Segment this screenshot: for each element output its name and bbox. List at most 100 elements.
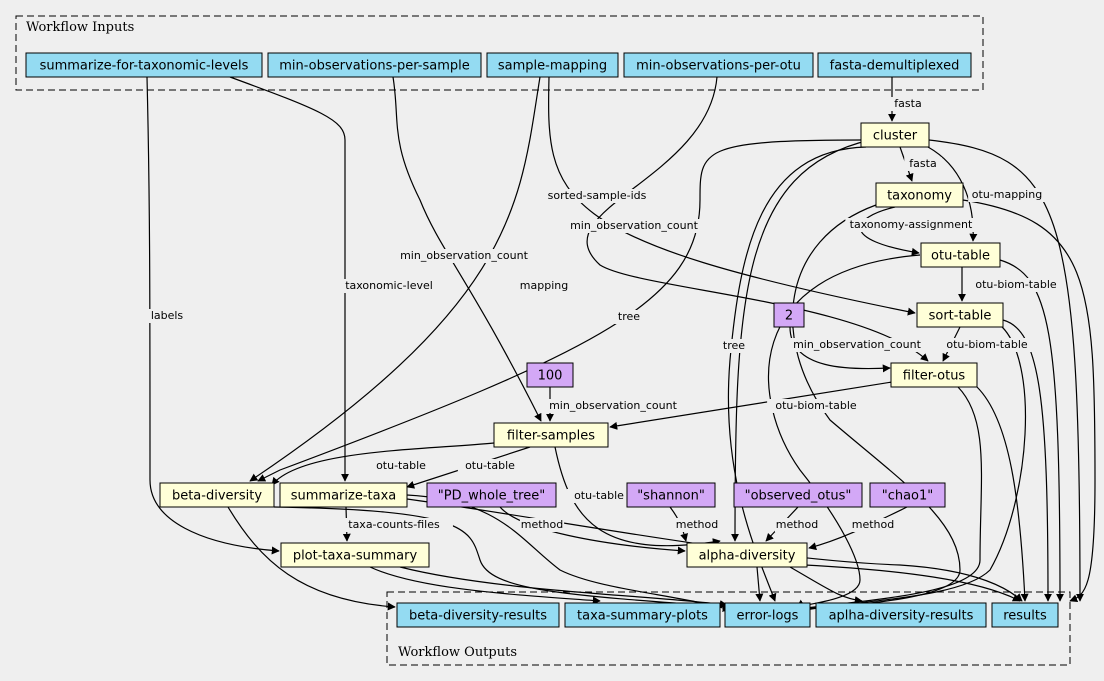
edge-cluster-to-taxonomy-label: fasta	[909, 157, 936, 170]
edge-sample-mapping-to-sort-table-label-bg	[538, 189, 656, 203]
edge-fasta-demultiplexed-to-cluster-label: fasta	[894, 97, 921, 110]
node-p-observed-box	[733, 482, 863, 508]
edge-min-obs-per-otu-to-filter-otus-label-bg	[561, 219, 707, 233]
node-min-obs-per-otu-box	[623, 52, 814, 78]
node-sort-table[interactable]: sort-table	[916, 302, 1004, 328]
edge-cluster-to-otu-table-label-bg	[968, 188, 1046, 202]
edge-filter-samples-to-summarize-taxa-label: otu-table	[465, 459, 515, 472]
edge-cluster-to-beta-diversity-label: tree	[618, 310, 640, 323]
node-p-pd-label: "PD_whole_tree"	[438, 489, 545, 504]
node-beta-diversity[interactable]: beta-diversity	[159, 482, 275, 508]
edge-p-pd-to-alpha-diversity-label: method	[521, 518, 563, 531]
node-results-box	[991, 602, 1059, 628]
edge-cluster-to-alpha-diversity-label: tree	[723, 339, 745, 352]
node-p-chao1[interactable]: "chao1"	[869, 482, 946, 508]
node-p-pd[interactable]: "PD_whole_tree"	[426, 482, 557, 508]
node-sample-mapping-box	[486, 52, 619, 78]
node-alpha-results-box	[815, 602, 987, 628]
node-sort-table-box	[916, 302, 1004, 328]
node-sample-mapping[interactable]: sample-mapping	[486, 52, 619, 78]
edge-min-obs-per-sample-to-filter-samples-label-bg	[391, 249, 537, 263]
edge-alpha-diversity-to-alpha-results	[789, 566, 863, 604]
node-otu-table-label: otu-table	[931, 249, 990, 264]
node-p-shannon-label: "shannon"	[637, 489, 705, 504]
node-alpha-diversity-label: alpha-diversity	[699, 549, 796, 564]
node-p-100[interactable]: 100	[526, 362, 574, 388]
edge-cluster-to-results	[928, 139, 1084, 602]
node-error-logs[interactable]: error-logs	[724, 602, 811, 628]
node-otu-table[interactable]: otu-table	[920, 242, 1001, 268]
node-error-logs-box	[724, 602, 811, 628]
edge-sample-mapping-to-sort-table	[548, 76, 916, 316]
node-p-shannon-box	[626, 482, 716, 508]
edge-filter-samples-to-beta-diversity-label-bg	[368, 459, 434, 473]
node-min-obs-per-sample-box	[267, 52, 482, 78]
edge-filter-samples-to-alpha-diversity-label: otu-table	[574, 489, 624, 502]
edge-p-chao1-to-alpha-diversity-label-bg	[850, 518, 896, 532]
edge-plot-taxa-summary-to-taxa-plots	[369, 566, 601, 605]
edge-p-shannon-to-alpha-diversity-label-bg	[674, 518, 720, 532]
cluster-inputs-label: Workflow Inputs	[26, 20, 134, 35]
node-p-pd-box	[426, 482, 557, 508]
node-alpha-diversity[interactable]: alpha-diversity	[686, 542, 808, 568]
edge-min-obs-per-otu-to-filter-otus-label: min_observation_count	[570, 219, 699, 232]
edge-filter-otus-to-filter-samples	[609, 381, 893, 430]
node-p-2[interactable]: 2	[773, 302, 805, 328]
node-min-obs-per-otu-label: min-observations-per-otu	[636, 59, 801, 74]
edge-summarize-taxa-to-plot-taxa-summary-label: taxa-counts-files	[348, 518, 440, 531]
cluster-outputs-border	[386, 591, 1071, 666]
node-p-100-box	[526, 362, 574, 388]
node-summarize-for-tax-levels[interactable]: summarize-for-taxonomic-levels	[25, 52, 263, 78]
edge-filter-otus-to-results	[976, 386, 1029, 602]
edge-alpha-diversity-to-results	[804, 564, 1021, 602]
node-p-shannon[interactable]: "shannon"	[626, 482, 716, 508]
node-p-chao1-label: "chao1"	[882, 489, 934, 504]
edge-sort-table-to-results	[1002, 319, 1052, 602]
node-summarize-taxa[interactable]: summarize-taxa	[279, 482, 408, 508]
edge-sample-mapping-to-sort-table-label: sorted-sample-ids	[548, 189, 647, 202]
edge-min-obs-per-otu-to-filter-otus	[586, 76, 929, 362]
edge-beta-diversity-to-beta-results	[227, 506, 396, 611]
edge-taxonomy-to-results	[962, 199, 1096, 603]
node-beta-results-label: beta-diversity-results	[409, 609, 547, 624]
edge-cluster-to-taxonomy-label-bg	[904, 157, 942, 171]
node-summarize-taxa-label: summarize-taxa	[291, 489, 397, 504]
node-min-obs-per-sample[interactable]: min-observations-per-sample	[267, 52, 482, 78]
node-results[interactable]: results	[991, 602, 1059, 628]
edge-filter-otus-to-filter-samples-label: otu-biom-table	[775, 399, 857, 412]
node-summarize-taxa-box	[279, 482, 408, 508]
edge-min-obs-per-sample-to-filter-samples	[392, 76, 542, 422]
node-taxonomy[interactable]: taxonomy	[875, 182, 964, 208]
node-beta-results-box	[396, 602, 560, 628]
edge-p-observed-to-alpha-diversity-label: method	[776, 518, 818, 531]
node-fasta-demultiplexed[interactable]: fasta-demultiplexed	[817, 52, 972, 78]
node-filter-samples[interactable]: filter-samples	[493, 422, 609, 448]
edge-sample-mapping-to-beta-diversity-label-bg	[518, 279, 570, 293]
node-alpha-results-label: aplha-diversity-results	[829, 609, 974, 624]
edge-summarize-for-tax-levels-to-plot-taxa-summary-label: labels	[151, 309, 184, 322]
edge-summarize-taxa-to-error-logs	[406, 494, 731, 612]
edge-p-chao1-to-alpha-diversity-label: method	[852, 518, 894, 531]
node-alpha-diversity-box	[686, 542, 808, 568]
node-taxa-plots[interactable]: taxa-summary-plots	[564, 602, 721, 628]
node-min-obs-per-otu[interactable]: min-observations-per-otu	[623, 52, 814, 78]
edge-filter-samples-to-beta-diversity-label: otu-table	[376, 459, 426, 472]
edge-taxonomy-to-otu-table-label-bg	[845, 218, 977, 232]
node-plot-taxa-summary[interactable]: plot-taxa-summary	[280, 542, 430, 568]
edge-plot-taxa-summary-to-error-logs	[399, 566, 728, 609]
edge-cluster-to-otu-table-label: otu-mapping	[972, 188, 1042, 201]
node-filter-otus-box	[890, 362, 978, 388]
edge-cluster-to-error-logs	[727, 146, 867, 602]
node-summarize-for-tax-levels-box	[25, 52, 263, 78]
edge-p-shannon-to-alpha-diversity-label: method	[676, 518, 718, 531]
edge-cluster-to-beta-diversity	[257, 139, 862, 482]
node-filter-otus[interactable]: filter-otus	[890, 362, 978, 388]
edge-otu-table-to-results	[999, 259, 1064, 602]
cluster-outputs: Workflow Outputs	[386, 591, 1071, 666]
node-cluster[interactable]: cluster	[860, 122, 930, 148]
node-alpha-results[interactable]: aplha-diversity-results	[815, 602, 987, 628]
node-p-observed[interactable]: "observed_otus"	[733, 482, 863, 508]
node-taxonomy-label: taxonomy	[887, 189, 952, 204]
node-beta-results[interactable]: beta-diversity-results	[396, 602, 560, 628]
edge-filter-samples-to-summarize-taxa-label-bg	[457, 459, 523, 473]
